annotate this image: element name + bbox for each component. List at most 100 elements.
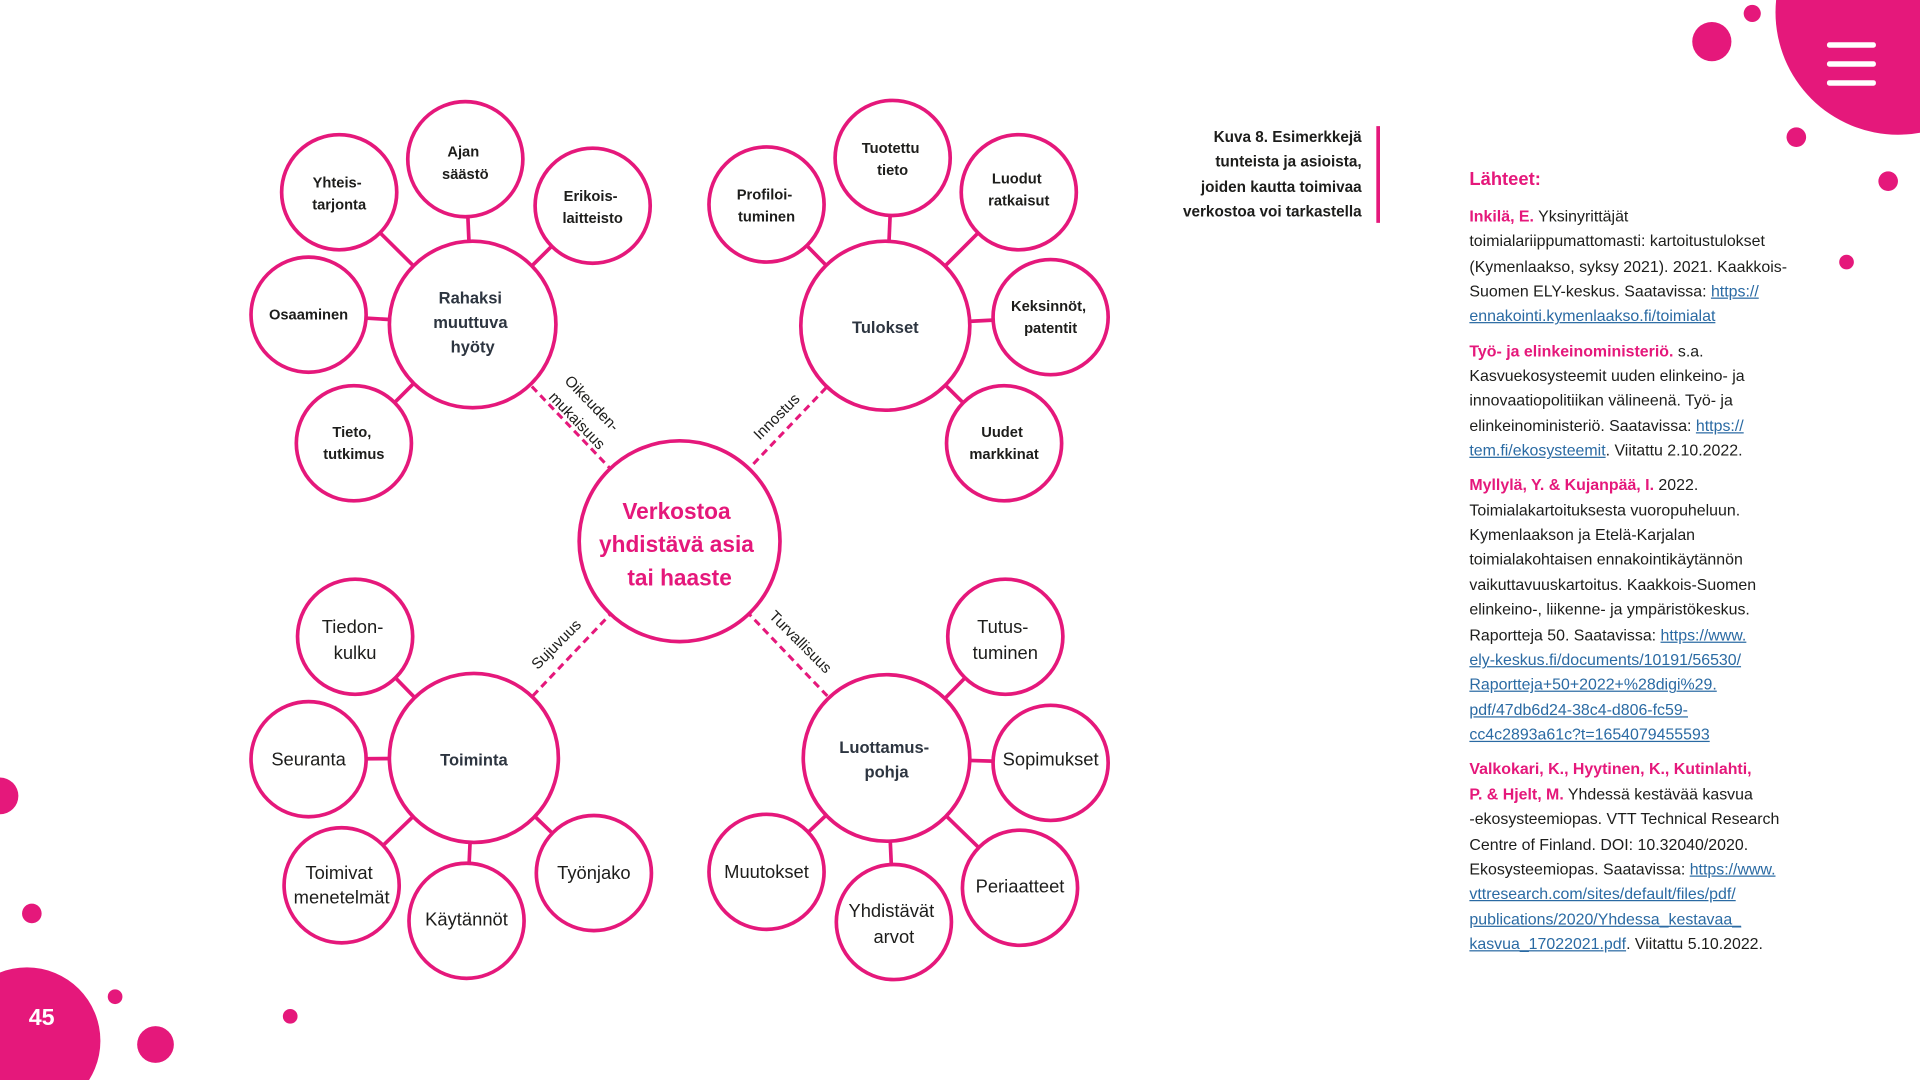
label-line: yhdistävä asia <box>599 531 754 557</box>
label-line: Luottamus- <box>839 738 929 757</box>
page-number: 45 <box>29 1004 55 1030</box>
reference-text: . Viitattu 5.10.2022. <box>1626 934 1763 953</box>
reference-line: innovaatiopolitiikan välineenä. Työ- ja <box>1469 389 1836 414</box>
node-kaytannot: Käytännöt <box>407 861 526 981</box>
hub-luottamuspohja: Luottamus- pohja <box>801 672 972 844</box>
reference-text: Ekosysteemiopas. Saatavissa: <box>1469 859 1690 878</box>
label-line: Tieto, <box>332 425 371 441</box>
reference-text: . Viitattu 2.10.2022. <box>1605 440 1743 460</box>
link-label-sujuvuus: Sujuvuus <box>528 616 585 673</box>
label-line: Uudet <box>981 425 1023 441</box>
node-circle <box>249 699 368 819</box>
hub-circle <box>387 239 558 410</box>
node-label: Tutus- tuminen <box>973 616 1038 663</box>
figure-caption: Kuva 8. Esimerkkejä tunteista ja asioist… <box>1078 125 1362 225</box>
reference-line: Valkokari, K., Hyytinen, K., Kutinlahti, <box>1469 757 1836 782</box>
reference-author: Myllylä, Y. & Kujanpää, I. <box>1469 475 1654 494</box>
node-profiloituminen: Profiloi- tuminen <box>707 145 826 264</box>
reference-line: pdf/47db6d24-38c4-d806-fc59- <box>1469 698 1836 723</box>
reference-link[interactable]: vttresearch.com/sites/default/files/pdf/ <box>1469 884 1736 903</box>
menu-bar <box>1826 80 1876 86</box>
label-line: arvot <box>873 926 914 947</box>
node-circle <box>707 145 826 264</box>
node-tyonjako: Työnjako <box>534 813 654 933</box>
node-toimivat-menetelmat: Toimivat menetelmät <box>282 825 402 945</box>
references-heading: Lähteet: <box>1469 168 1541 190</box>
reference-link[interactable]: pdf/47db6d24-38c4-d806-fc59- <box>1469 700 1688 719</box>
reference-line: tem.fi/ekosysteemit. Viitattu 2.10.2022. <box>1469 439 1836 464</box>
hub-label: Luottamus- pohja <box>839 738 934 781</box>
decorative-dot <box>1692 22 1732 62</box>
label-line: tuminen <box>738 210 795 226</box>
decorative-dot <box>1743 4 1761 23</box>
reference-link[interactable]: https://www. <box>1660 625 1747 644</box>
node-circle <box>249 255 368 375</box>
reference-link[interactable]: https:// <box>1710 281 1759 300</box>
node-tiedonkulku: Tiedon- kulku <box>295 577 415 697</box>
node-circle <box>960 828 1080 948</box>
reference-link[interactable]: Raportteja+50+2022+%28digi%29. <box>1469 675 1717 694</box>
label-line: Luodut <box>992 172 1042 188</box>
reference-line: Kymenlaakson ja Etelä-Karjalan <box>1469 523 1836 548</box>
label-line: kulku <box>334 642 377 663</box>
reference-text: innovaatiopolitiikan välineenä. Työ- ja <box>1469 391 1733 410</box>
decorative-dot <box>1839 254 1854 270</box>
node-label: Työnjako <box>557 862 630 883</box>
label-line: Verkostoa <box>622 498 731 524</box>
node-label: Tieto, tutkimus <box>323 425 384 463</box>
hamburger-menu-icon[interactable] <box>1826 42 1876 86</box>
reference-line: publications/2020/Yhdessa_kestavaa_ <box>1469 907 1836 932</box>
label-line: laitteisto <box>562 211 622 227</box>
label-line: Erikois- <box>564 189 618 205</box>
hub-label: Rahaksi muuttuva hyöty <box>433 289 512 357</box>
menu-bar <box>1826 61 1876 67</box>
label-line: Keksinnöt, <box>1011 299 1086 315</box>
label-line: pohja <box>865 763 910 782</box>
reference-link[interactable]: cc4c2893a61c?t=1654079455593 <box>1469 725 1710 744</box>
node-circle <box>534 813 654 933</box>
reference-link[interactable]: https:// <box>1695 415 1744 435</box>
node-circle <box>405 99 525 219</box>
reference-text: s.a. <box>1673 341 1704 360</box>
reference-author: Valkokari, K., Hyytinen, K., Kutinlahti, <box>1469 759 1752 779</box>
reference-line: Suomen ELY-keskus. Saatavissa: https:// <box>1469 279 1836 304</box>
reference-text: Toimialakartoituksesta vuoropuheluun. <box>1469 500 1741 519</box>
label-line: Tiedon- <box>322 616 384 637</box>
link-label-text: Sujuvuus <box>528 616 585 673</box>
node-tieto-tutkimus: Tieto, tutkimus <box>294 383 414 503</box>
hub-toiminta: Toiminta <box>387 671 561 845</box>
reference-link[interactable]: ennakointi.kymenlaakso.fi/toimialat <box>1469 306 1716 325</box>
reference-line: vttresearch.com/sites/default/files/pdf/ <box>1469 882 1836 907</box>
reference-link[interactable]: kasvua_17022021.pdf <box>1469 934 1627 953</box>
label-line: menetelmät <box>294 887 390 908</box>
reference-link[interactable]: https://www. <box>1689 859 1776 878</box>
reference-text: Suomen ELY-keskus. Saatavissa: <box>1469 281 1711 300</box>
node-label: Uudet markkinat <box>969 425 1039 463</box>
label-line: tieto <box>877 163 908 179</box>
reference-line: Työ- ja elinkeinoministeriö. s.a. <box>1469 339 1836 364</box>
reference-line: Kasvuekosysteemit uuden elinkeino- ja <box>1469 364 1836 389</box>
decorative-dot <box>107 989 123 1005</box>
reference-text: vaikuttavuuskartoitus. Kaakkois-Suomen <box>1469 575 1757 594</box>
hub-circle <box>798 239 972 413</box>
caption-line: verkostoa voi tarkastella <box>1182 203 1362 221</box>
reference-entry: Työ- ja elinkeinoministeriö. s.a.Kasvuek… <box>1469 339 1836 464</box>
node-circle <box>282 825 402 945</box>
reference-link[interactable]: publications/2020/Yhdessa_kestavaa_ <box>1469 909 1742 928</box>
reference-link[interactable]: tem.fi/ekosysteemit <box>1469 440 1606 460</box>
reference-line: elinkeinoministeriö. Saatavissa: https:/… <box>1469 414 1836 439</box>
reference-line: Centre of Finland. DOI: 10.32040/2020. <box>1469 832 1836 857</box>
reference-link[interactable]: ely-keskus.fi/documents/10191/56530/ <box>1469 650 1742 669</box>
label-line: Rahaksi <box>439 289 502 308</box>
node-circle <box>279 132 399 252</box>
node-periaatteet: Periaatteet <box>960 828 1080 948</box>
node-circle <box>834 862 954 982</box>
node-circle <box>991 703 1111 823</box>
node-label: Käytännöt <box>425 909 508 930</box>
reference-line: ennakointi.kymenlaakso.fi/toimialat <box>1469 304 1836 329</box>
reference-line: cc4c2893a61c?t=1654079455593 <box>1469 723 1836 748</box>
